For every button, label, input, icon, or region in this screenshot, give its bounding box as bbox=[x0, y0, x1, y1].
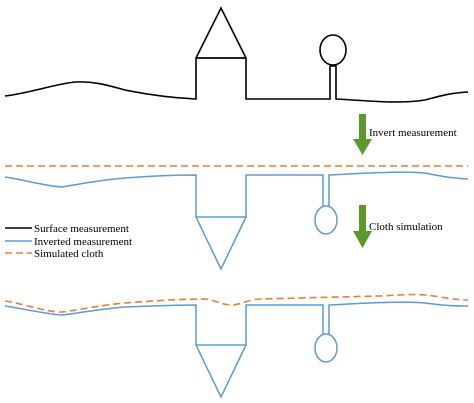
inverted-surface-line bbox=[4, 171, 469, 218]
legend-item-surface: Surface measurement bbox=[5, 223, 129, 235]
legend-label-cloth: Simulated cloth bbox=[34, 248, 104, 260]
invert-arrow bbox=[353, 114, 372, 155]
legend-item-cloth: Simulated cloth bbox=[5, 248, 104, 260]
simulated-cloth-line bbox=[4, 293, 469, 313]
legend-item-inverted: Inverted measurement bbox=[5, 236, 132, 248]
tree-crown bbox=[319, 34, 347, 66]
result-tree-crown bbox=[314, 333, 338, 363]
legend-label-inverted: Inverted measurement bbox=[34, 236, 132, 248]
inverted-measurement-panel bbox=[4, 165, 469, 271]
cloth-simulation-label: Cloth simulation bbox=[369, 221, 443, 233]
inverted-tree-crown bbox=[314, 205, 338, 235]
legend: Surface measurement Inverted measurement… bbox=[5, 223, 132, 260]
legend-label-surface: Surface measurement bbox=[34, 223, 129, 235]
surface-measurement-panel bbox=[4, 6, 469, 103]
surface-line bbox=[4, 57, 469, 103]
invert-measurement-label: Invert measurement bbox=[369, 127, 457, 139]
cloth-simulation-panel bbox=[4, 293, 469, 399]
result-inverted-line bbox=[4, 301, 469, 346]
house-shape bbox=[195, 6, 247, 59]
result-cone bbox=[195, 344, 247, 399]
inverted-cone bbox=[195, 216, 247, 271]
cloth-arrow bbox=[353, 205, 372, 248]
